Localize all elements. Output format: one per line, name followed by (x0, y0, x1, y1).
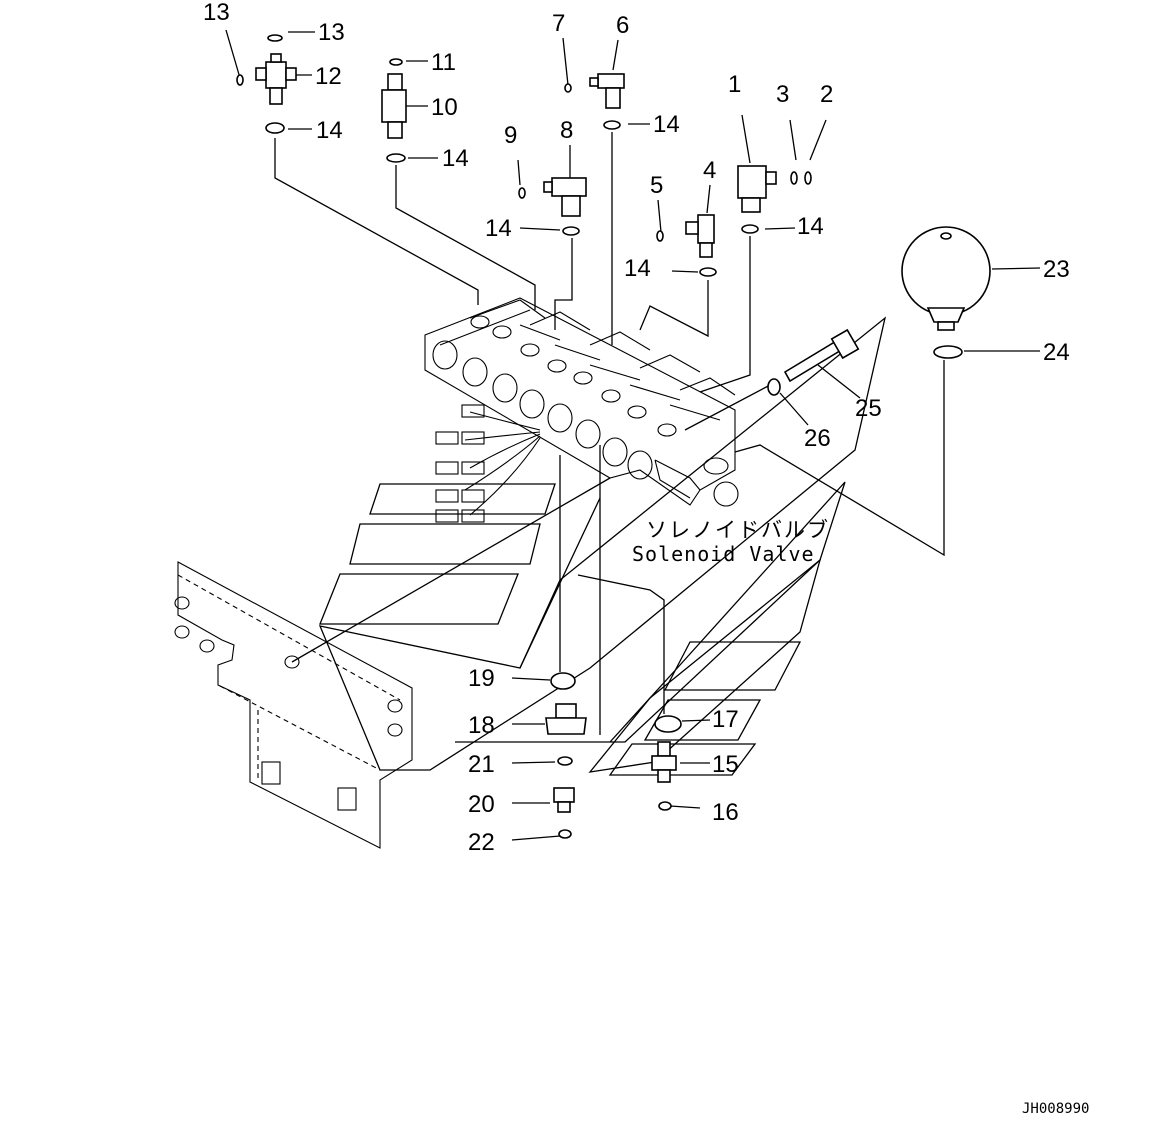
callout-13-right: 13 (318, 19, 345, 46)
part-13-oring-side (236, 74, 244, 86)
callout-10: 10 (431, 94, 458, 121)
callout-21: 21 (468, 751, 495, 778)
part-5-oring (656, 230, 664, 242)
callout-23: 23 (1043, 256, 1070, 283)
leader-lines (225, 29, 1041, 841)
callout-17: 17 (712, 706, 739, 733)
part-8-elbow (543, 177, 587, 217)
part-13-oring (267, 34, 283, 42)
wire-harness (435, 404, 541, 523)
part-14-oring-f (741, 224, 759, 234)
part-26-washer (767, 378, 781, 396)
callout-13-left: 13 (203, 0, 230, 26)
callout-15: 15 (712, 751, 739, 778)
part-17-oring (654, 715, 682, 733)
callout-1: 1 (728, 71, 741, 98)
callout-24: 24 (1043, 339, 1070, 366)
part-12-fitting (255, 53, 297, 105)
part-14-oring-a (265, 122, 285, 134)
callout-14-f: 14 (797, 213, 824, 240)
part-14-oring-b (386, 153, 406, 163)
callout-12: 12 (315, 63, 342, 90)
callout-labels: 1 2 3 4 5 6 7 8 9 10 11 12 13 13 14 14 1… (203, 0, 1070, 856)
callout-20: 20 (468, 791, 495, 818)
callout-18: 18 (468, 712, 495, 739)
callout-9: 9 (504, 122, 517, 149)
part-9-oring (518, 187, 526, 199)
callout-5: 5 (650, 172, 663, 199)
part-4-elbow (685, 214, 715, 258)
callout-14-a: 14 (316, 117, 343, 144)
callout-3: 3 (776, 81, 789, 108)
callout-14-b: 14 (442, 145, 469, 172)
drawing-code: JH008990 (1022, 1101, 1089, 1117)
part-18-plug (545, 703, 587, 735)
callout-14-d: 14 (653, 111, 680, 138)
part-14-oring-e (699, 267, 717, 277)
solenoid-valve-block (424, 297, 739, 507)
callout-14-e: 14 (624, 255, 651, 282)
part-16-oring (658, 801, 672, 811)
part-15-fitting (651, 741, 677, 783)
part-22-oring (558, 829, 572, 839)
part-24-oring (933, 345, 963, 359)
caption-english: Solenoid Valve (632, 542, 815, 566)
mounting-bracket (174, 561, 413, 849)
part-11-oring (389, 58, 403, 66)
part-3-oring (790, 171, 798, 185)
callout-25: 25 (855, 395, 882, 422)
part-19-oring (550, 672, 576, 690)
part-10-adapter (381, 73, 407, 139)
part-14-oring-c (603, 120, 621, 130)
part-6-elbow (589, 73, 625, 109)
parts (236, 34, 991, 839)
part-20-plug (553, 787, 575, 813)
callout-6: 6 (616, 12, 629, 39)
caption-japanese: ソレノイドバルブ (646, 518, 830, 542)
callout-22: 22 (468, 829, 495, 856)
part-21-oring (557, 756, 573, 766)
callout-7: 7 (552, 10, 565, 37)
callout-16: 16 (712, 799, 739, 826)
callout-14-c: 14 (485, 215, 512, 242)
part-7-oring (564, 83, 572, 93)
callout-26: 26 (804, 425, 831, 452)
part-25-bolt (783, 328, 860, 383)
part-14-oring-d (562, 226, 580, 236)
callout-11: 11 (431, 49, 456, 76)
part-1-elbow (737, 165, 777, 213)
callout-2: 2 (820, 81, 833, 108)
callout-4: 4 (703, 157, 716, 184)
callout-8: 8 (560, 117, 573, 144)
callout-19: 19 (468, 665, 495, 692)
part-23-accumulator (901, 226, 991, 331)
part-2-oring (804, 171, 812, 185)
